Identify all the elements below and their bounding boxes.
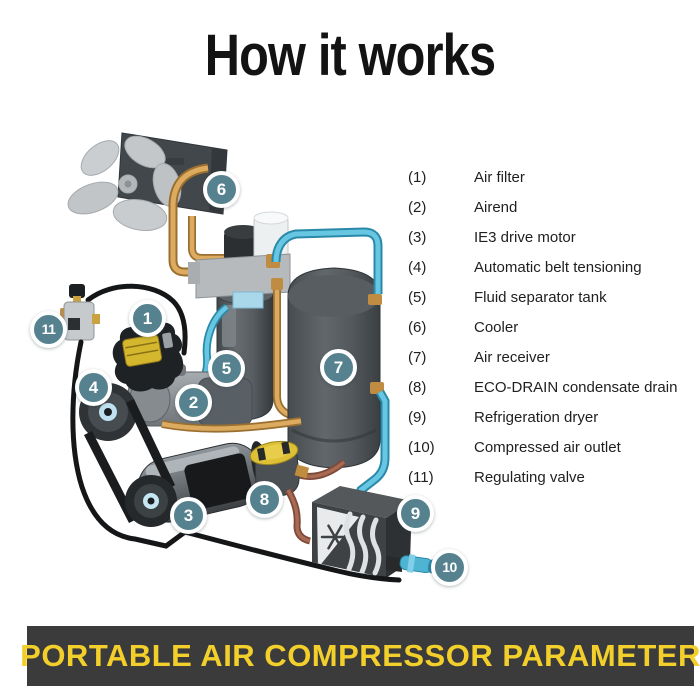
badge-motor: 3 [170,497,207,534]
parts-legend: (1) Air filter (2) Airend (3) IE3 drive … [408,162,693,492]
badge-separator: 5 [208,350,245,387]
legend-label: IE3 drive motor [474,228,576,246]
legend-item-motor: (3) IE3 drive motor [408,222,693,252]
airflow-waves [344,511,382,576]
legend-ref: (7) [408,348,427,366]
snowflake-icon [320,524,350,550]
legend-label: Airend [474,198,518,216]
power-cable [70,339,402,583]
legend-item-airend: (2) Airend [408,192,693,222]
legend-item-regulating-valve: (11) Regulating valve [408,462,693,492]
legend-ref: (6) [408,318,427,336]
badge-dryer: 9 [397,495,434,532]
air-filter [112,319,184,392]
badge-receiver: 7 [320,349,357,386]
drive-belt [83,399,176,524]
legend-ref: (3) [408,228,427,246]
legend-ref: (5) [408,288,427,306]
legend-label: Air receiver [474,348,550,366]
legend-label: Regulating valve [474,468,585,486]
condensate-pipe-bottom [284,488,311,545]
legend-ref: (11) [408,468,434,486]
legend-ref: (10) [408,438,435,456]
legend-item-belt-tensioning: (4) Automatic belt tensioning [408,252,693,282]
bottom-banner: PORTABLE AIR COMPRESSOR PARAMETER [20,626,700,686]
legend-label: Refrigeration dryer [474,408,599,426]
page-title: How it works [204,23,496,88]
legend-item-cooler: (6) Cooler [408,312,693,342]
control-line [85,283,188,356]
badge-tensioner: 4 [75,369,112,406]
legend-item-air-receiver: (7) Air receiver [408,342,693,372]
legend-ref: (9) [408,408,427,426]
badge-eco-drain: 8 [246,481,283,518]
legend-ref: (4) [408,258,427,276]
legend-ref: (8) [408,378,427,396]
legend-label: Cooler [474,318,519,336]
legend-item-dryer: (9) Refrigeration dryer [408,402,693,432]
legend-label: Fluid separator tank [474,288,607,306]
legend-label: ECO-DRAIN condensate drain [474,378,678,396]
motor-pulley [125,475,177,527]
compressor-diagram [60,132,437,583]
oil-pipe-cooler [168,163,226,277]
banner-title: PORTABLE AIR COMPRESSOR PARAMETER [20,638,700,673]
badge-airend: 2 [175,384,212,421]
badge-cooler: 6 [203,171,240,208]
air-pipe-to-receiver [266,227,383,305]
legend-item-eco-drain: (8) ECO-DRAIN condensate drain [408,372,693,402]
badge-air-filter: 1 [129,300,166,337]
legend-item-separator-tank: (5) Fluid separator tank [408,282,693,312]
cooling-fan [67,135,182,231]
refrigeration-dryer [312,486,412,578]
legend-label: Compressed air outlet [474,438,621,456]
legend-label: Automatic belt tensioning [474,258,642,276]
badge-outlet: 10 [431,549,468,586]
legend-ref: (1) [408,168,427,186]
regulating-valve [60,284,100,341]
legend-item-air-filter: (1) Air filter [408,162,693,192]
air-pipe-to-dryer [353,382,390,502]
legend-item-air-outlet: (10) Compressed air outlet [408,432,693,462]
badge-valve: 11 [30,311,67,348]
legend-ref: (2) [408,198,427,216]
oil-pipe-airend [161,417,302,433]
legend-label: Air filter [474,168,525,186]
